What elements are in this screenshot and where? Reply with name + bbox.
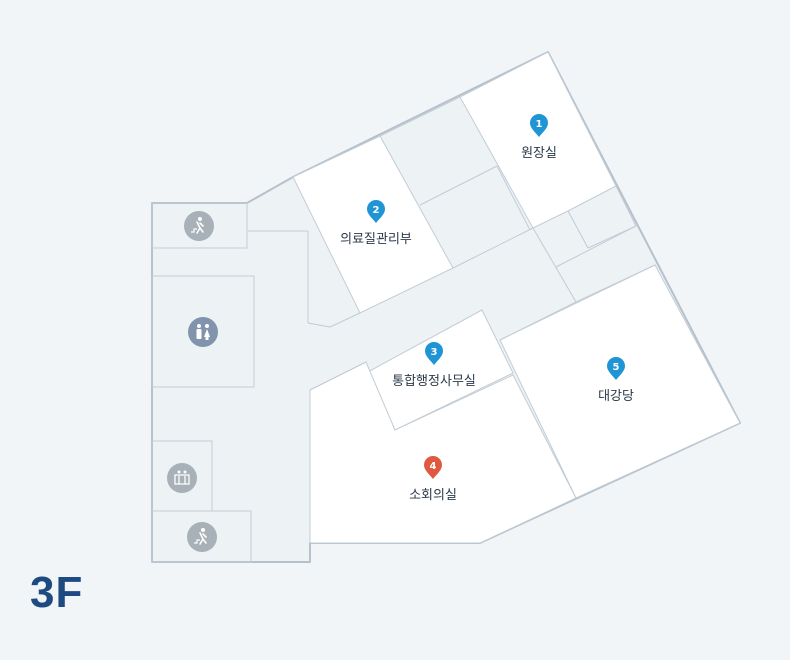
room-name: 원장실 [521,146,557,161]
stairs-icon[interactable] [187,522,217,552]
map-pin-icon [424,456,442,479]
pin-number: 1 [536,119,543,130]
room-name: 의료질관리부 [340,232,412,247]
facility-boxes [151,202,255,563]
pin-number: 4 [430,461,437,472]
map-pin-icon [425,342,443,365]
room-name: 통합행정사무실 [392,373,476,389]
room-marker-2[interactable]: 2 의료질관리부 [340,200,412,247]
room-marker-4[interactable]: 4 소회의실 [409,456,457,503]
interior-walls [248,96,656,391]
room-auditorium-area[interactable] [499,264,741,499]
room-marker-5[interactable]: 5 대강당 [598,357,634,404]
restroom-icon[interactable] [188,317,218,347]
stairs-icon[interactable] [184,211,214,241]
room-name: 소회의실 [409,488,457,503]
map-pin-icon [530,114,548,137]
room-small-meeting-area[interactable] [309,361,577,544]
pin-number: 5 [613,362,620,373]
map-pin-icon [607,357,625,380]
map-pin-icon [367,200,385,223]
room-marker-3[interactable]: 3 통합행정사무실 [392,342,476,389]
pin-number: 2 [373,205,380,216]
pin-number: 3 [431,347,438,358]
room-marker-1[interactable]: 1 원장실 [521,114,557,161]
elevator-icon[interactable] [167,463,197,493]
room-director-office-area[interactable] [459,51,617,229]
room-name: 대강당 [598,389,634,404]
floor-label: 3F [30,568,84,617]
